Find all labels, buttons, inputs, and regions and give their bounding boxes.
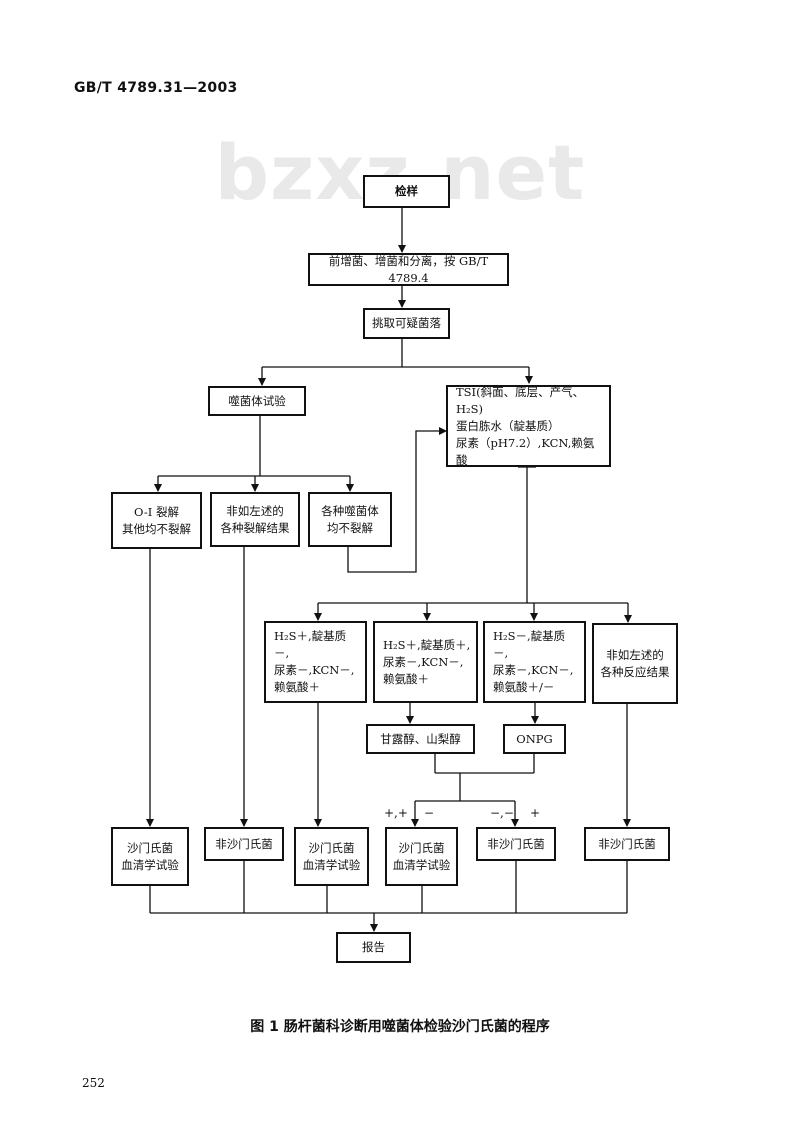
mannitol-sorbitol-node: 甘露醇、山梨醇 <box>366 724 475 754</box>
sign-minus-minus: −,− <box>490 806 514 820</box>
report-node: 报告 <box>336 932 411 963</box>
sample-node: 检样 <box>363 175 450 208</box>
pre-enrichment-node: 前增菌、增菌和分离，按 GB/T 4789.4 <box>308 253 509 286</box>
sign-plus-right: + <box>530 806 541 820</box>
reaction-pattern-4: 非如左述的 各种反应结果 <box>592 623 678 704</box>
salmonella-serology-1: 沙门氏菌 血清学试验 <box>111 827 189 886</box>
reaction-pattern-1: H₂S＋,靛基质－, 尿素－,KCN－, 赖氨酸＋ <box>264 621 367 703</box>
other-lysis-node: 非如左述的 各种裂解结果 <box>210 492 300 547</box>
reaction-pattern-2: H₂S＋,靛基质＋, 尿素－,KCN－, 赖氨酸＋ <box>373 621 478 703</box>
sign-minus-left: − <box>424 806 435 820</box>
phage-test-node: 噬菌体试验 <box>208 386 306 416</box>
non-salmonella-2: 非沙门氏菌 <box>476 827 556 861</box>
page-number: 252 <box>82 1076 105 1090</box>
sign-plus-plus: +,+ <box>384 806 408 820</box>
non-salmonella-1: 非沙门氏菌 <box>204 827 284 861</box>
reaction-pattern-3: H₂S－,靛基质－, 尿素－,KCN－, 赖氨酸＋/－ <box>483 621 586 703</box>
oi-lysis-node: O-I 裂解 其他均不裂解 <box>111 492 202 549</box>
onpg-node: ONPG <box>503 724 566 754</box>
salmonella-serology-2: 沙门氏菌 血清学试验 <box>294 827 369 886</box>
figure-caption: 图 1 肠杆菌科诊断用噬菌体检验沙门氏菌的程序 <box>250 1019 550 1035</box>
non-salmonella-3: 非沙门氏菌 <box>584 827 670 861</box>
salmonella-serology-3: 沙门氏菌 血清学试验 <box>385 827 458 886</box>
pick-colonies-node: 挑取可疑菌落 <box>363 308 450 339</box>
no-lysis-node: 各种噬菌体 均不裂解 <box>308 492 392 547</box>
tsi-biochem-node: TSI(斜面、底层、产气、H₂S) 蛋白胨水（靛基质） 尿素（pH7.2）,KC… <box>446 385 611 467</box>
standard-number: GB/T 4789.31—2003 <box>74 80 238 96</box>
